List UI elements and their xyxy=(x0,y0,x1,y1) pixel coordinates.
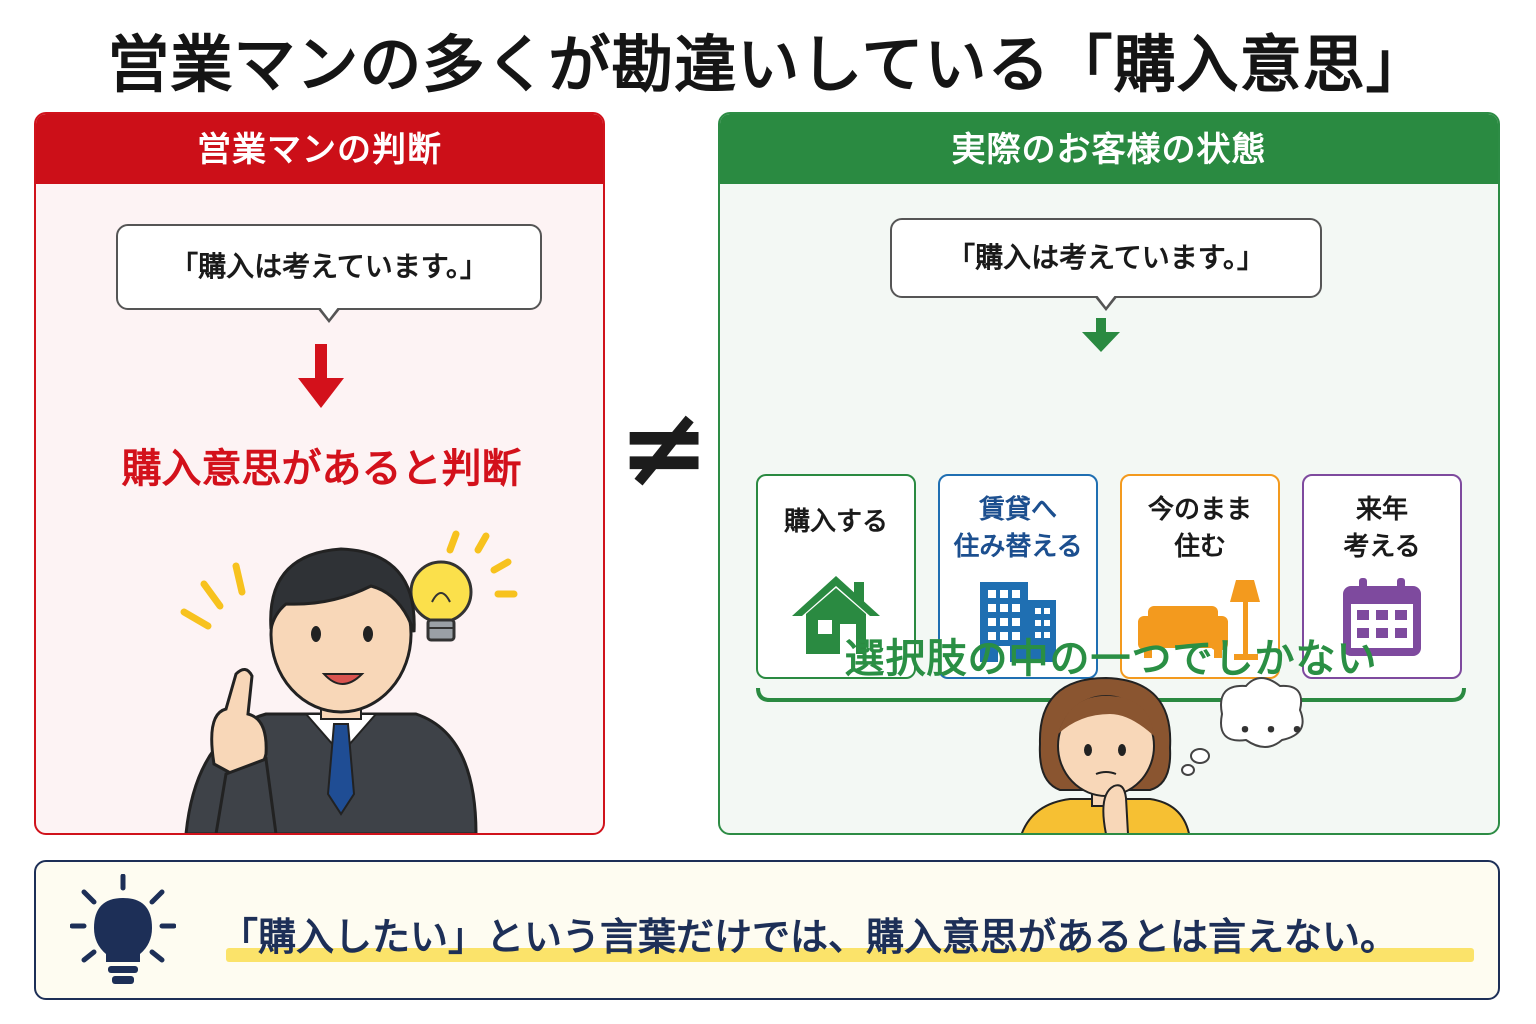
option-stay-label-2: 住む xyxy=(1173,532,1226,562)
option-next-year-label-1: 来年 xyxy=(1355,495,1408,525)
small-down-arrow-icon xyxy=(1082,318,1120,352)
customer-state-panel: 実際のお客様の状態 「購入は考えています。」 購入する 賃貸へ 住み替える xyxy=(718,112,1500,835)
text-highlight xyxy=(226,948,1474,962)
option-rent: 賃貸へ 住み替える xyxy=(938,474,1098,679)
salesman-judgment-panel: 営業マンの判断 「購入は考えています。」 購入意思があると判断 xyxy=(34,112,605,835)
lightbulb-icon xyxy=(70,874,176,984)
key-message-text: 「購入したい」という言葉だけでは、購入意思があるとは言えない。 xyxy=(220,915,1399,959)
not-equal-symbol: ≠ xyxy=(618,383,711,511)
building-icon xyxy=(980,582,1056,662)
sofa-lamp-icon xyxy=(1138,580,1260,660)
customer-quote-bubble: 「購入は考えています。」 xyxy=(890,218,1322,311)
lightbulb-icon xyxy=(409,560,473,642)
option-stay: 今のまま 住む xyxy=(1120,474,1280,679)
salesman-illustration xyxy=(180,530,518,833)
option-purchase-label: 購入する xyxy=(783,507,888,537)
page-title: 営業マンの多くが勘違いしている「購入意思」 xyxy=(107,28,1429,101)
conclusion-text: 選択肢の中の一つでしかない xyxy=(844,636,1378,682)
option-next-year: 来年 考える xyxy=(1302,474,1462,679)
house-icon xyxy=(792,576,880,654)
customer-quote-text: 「購入は考えています。」 xyxy=(947,241,1265,274)
option-next-year-label-2: 考える xyxy=(1343,532,1421,562)
option-rent-label-1: 賃貸へ xyxy=(978,495,1057,525)
option-stay-label-1: 今のまま xyxy=(1147,495,1252,525)
thought-dots: ・・・ xyxy=(1232,716,1311,746)
customer-panel-header: 実際のお客様の状態 xyxy=(720,114,1498,184)
salesman-quote-bubble: 「購入は考えています。」 xyxy=(116,224,542,323)
key-message-box: 「購入したい」という言葉だけでは、購入意思があるとは言えない。 xyxy=(34,860,1500,1000)
customer-illustration xyxy=(1021,676,1304,833)
salesman-panel-header: 営業マンの判断 xyxy=(36,114,603,184)
option-rent-label-2: 住み替える xyxy=(953,532,1083,562)
judgment-text: 購入意思があると判断 xyxy=(121,446,522,492)
calendar-icon xyxy=(1343,578,1421,656)
down-arrow-icon xyxy=(298,344,344,408)
salesman-quote-text: 「購入は考えています。」 xyxy=(170,250,488,283)
option-purchase: 購入する xyxy=(756,474,916,679)
